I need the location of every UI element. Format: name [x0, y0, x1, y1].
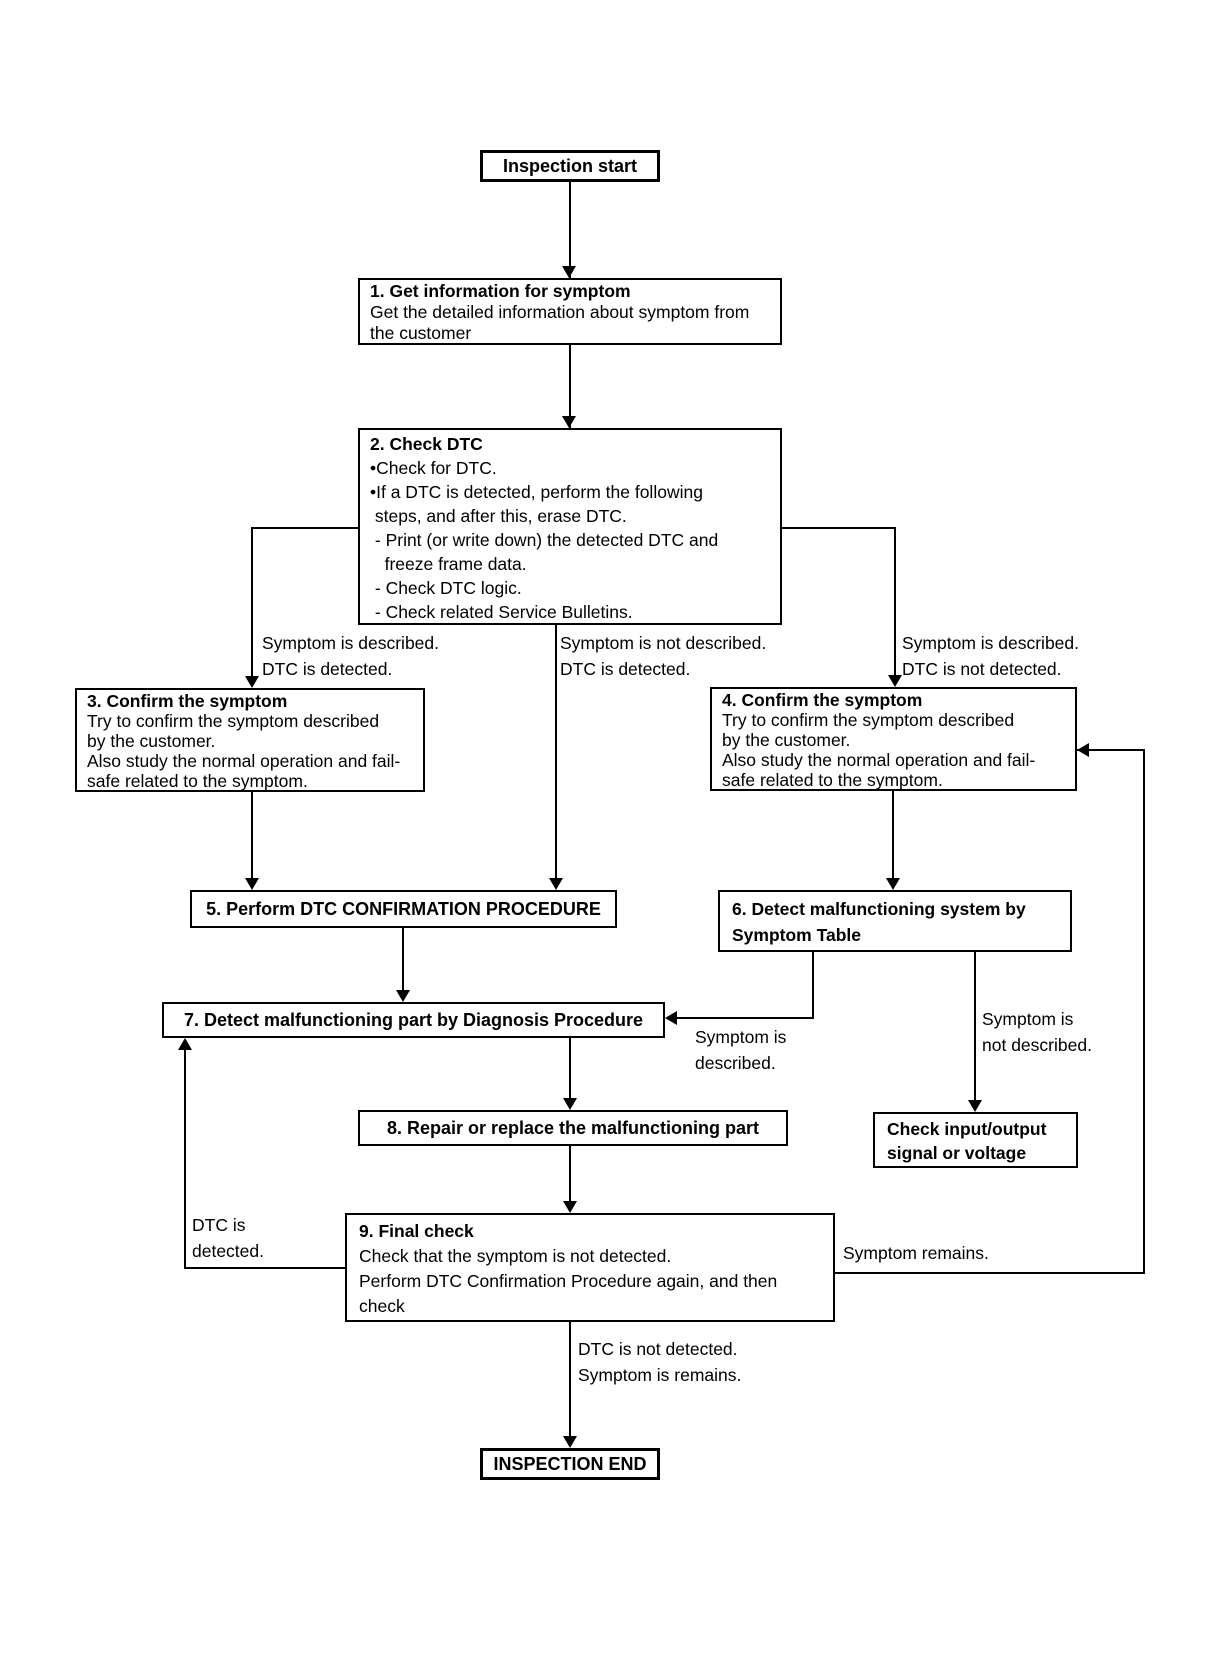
edge-step9-to-end [569, 1322, 571, 1440]
arrowhead-down-icon [563, 1436, 577, 1448]
node-title: 4. Confirm the symptom [722, 690, 923, 710]
edge-step4-to-step6 [892, 791, 894, 882]
edge-step2-to-step3 [252, 527, 358, 529]
arrowhead-down-icon [888, 675, 902, 687]
edge-label-symptom-remains: Symptom remains. [843, 1243, 989, 1263]
arrowhead-left-icon [665, 1011, 677, 1025]
arrowhead-left-icon [1077, 743, 1089, 757]
node-label: 5. Perform DTC CONFIRMATION PROCEDURE [206, 898, 601, 919]
edge-label-symptom-is-not-described: Symptom is not described. [982, 1009, 1092, 1055]
node-label: 8. Repair or replace the malfunctioning … [386, 1117, 760, 1138]
edge-start-to-step1 [569, 182, 571, 278]
edge-label-symptom-is-described: Symptom is described. [695, 1027, 787, 1073]
node-step2-check-dtc: 2. Check DTC •Check for DTC. •If a DTC i… [358, 428, 782, 625]
edge-label-dtc-not-detected-symptom-remains: DTC is not detected. Symptom is remains. [578, 1339, 742, 1385]
node-title: 9. Final check [359, 1221, 474, 1241]
node-step6-detect-malfunctioning-system: 6. Detect malfunctioning system by Sympt… [718, 890, 1072, 952]
edge-step8-to-step9 [569, 1146, 571, 1205]
edge-label-dtc-is-detected: DTC is detected. [192, 1215, 264, 1261]
arrowhead-down-icon [886, 878, 900, 890]
node-inspection-start: Inspection start [480, 150, 660, 182]
node-body: Try to confirm the symptom described by … [722, 710, 1036, 790]
arrowhead-up-icon [178, 1038, 192, 1050]
node-label: INSPECTION END [493, 1453, 647, 1474]
edge-step9-to-step7-loop [184, 1267, 345, 1269]
arrowhead-down-icon [563, 1098, 577, 1110]
node-step5-dtc-confirmation-procedure: 5. Perform DTC CONFIRMATION PROCEDURE [190, 890, 617, 928]
arrowhead-down-icon [563, 1201, 577, 1213]
edge-step2-to-step3 [251, 527, 253, 679]
node-body: Check that the symptom is not detected. … [359, 1246, 778, 1316]
node-title: 3. Confirm the symptom [87, 691, 288, 711]
arrowhead-down-icon [562, 416, 576, 428]
node-label: 7. Detect malfunctioning part by Diagnos… [183, 1009, 644, 1030]
node-body: Try to confirm the symptom described by … [87, 711, 401, 791]
arrowhead-down-icon [396, 990, 410, 1002]
edge-step9-to-step4-loop [1143, 750, 1145, 1274]
edge-step9-to-step4-loop [835, 1272, 1145, 1274]
edge-step2-to-step5 [555, 625, 557, 882]
node-step4-confirm-symptom: 4. Confirm the symptom Try to confirm th… [710, 687, 1077, 791]
edge-step7-to-step8 [569, 1038, 571, 1102]
edge-step6-to-step7 [675, 1017, 814, 1019]
edge-step5-to-step7 [402, 928, 404, 994]
edge-step9-to-step7-loop [184, 1048, 186, 1269]
node-step9-final-check: 9. Final check Check that the symptom is… [345, 1213, 835, 1322]
edge-step9-to-step4-loop [1077, 749, 1145, 751]
edge-step2-to-step4 [894, 527, 896, 679]
arrowhead-down-icon [245, 878, 259, 890]
arrowhead-down-icon [562, 266, 576, 278]
edge-step6-to-step7 [812, 952, 814, 1019]
node-title: 2. Check DTC [370, 434, 483, 454]
node-check-input-output: Check input/output signal or voltage [873, 1112, 1078, 1168]
node-body: •Check for DTC. •If a DTC is detected, p… [370, 458, 719, 622]
edge-step1-to-step2 [569, 345, 571, 428]
edge-label-symptom-not-described-dtc-detected: Symptom is not described. DTC is detecte… [560, 633, 767, 679]
node-step7-detect-malfunctioning-part: 7. Detect malfunctioning part by Diagnos… [162, 1002, 665, 1038]
node-step1-get-information: 1. Get information for symptom Get the d… [358, 278, 782, 345]
node-step3-confirm-symptom: 3. Confirm the symptom Try to confirm th… [75, 688, 425, 792]
arrowhead-down-icon [245, 676, 259, 688]
edge-step3-to-step5 [251, 792, 253, 882]
edge-step6-to-check-io [974, 952, 976, 1104]
node-label: Inspection start [502, 155, 638, 176]
edge-label-symptom-described-dtc-not-detected: Symptom is described. DTC is not detecte… [902, 633, 1080, 679]
node-body: Get the detailed information about sympt… [370, 302, 750, 343]
node-inspection-end: INSPECTION END [480, 1448, 660, 1480]
arrowhead-down-icon [549, 878, 563, 890]
edge-label-symptom-described-dtc-detected: Symptom is described. DTC is detected. [262, 633, 440, 679]
node-step8-repair-or-replace: 8. Repair or replace the malfunctioning … [358, 1110, 788, 1146]
node-title: 1. Get information for symptom [370, 281, 631, 301]
edge-step2-to-step4 [782, 527, 895, 529]
arrowhead-down-icon [968, 1100, 982, 1112]
